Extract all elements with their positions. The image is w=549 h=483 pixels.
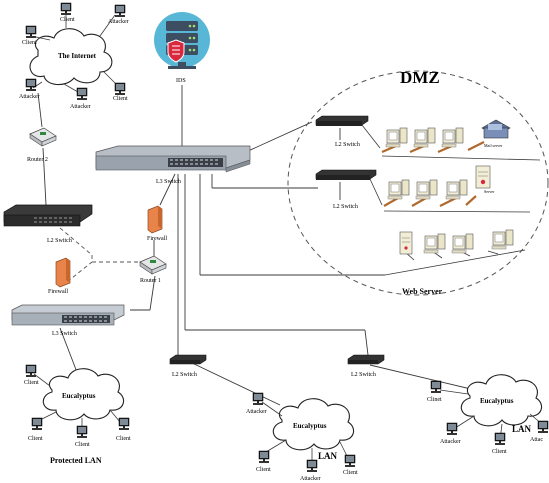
firewall-center-icon <box>147 205 163 234</box>
l2-switch-left-label: L2 Switch <box>47 238 72 244</box>
l3-switch-left-icon <box>11 304 125 326</box>
attacker-label: Attacker <box>108 19 129 25</box>
attacker-pc-icon <box>114 4 126 18</box>
firewall-left-icon <box>55 257 71 288</box>
attacker-pc-icon <box>25 78 37 92</box>
attacker-pc-icon <box>446 422 458 436</box>
dmz-black-cables <box>403 250 499 261</box>
clinet-label: Clinet <box>427 397 442 403</box>
client-pc-icon <box>118 417 130 431</box>
client-pc-icon <box>31 417 43 431</box>
dmz-workstation-icon <box>441 127 464 148</box>
attacker-pc-icon <box>537 420 549 434</box>
client-label: Client <box>60 17 75 23</box>
attacker-label: Attacker <box>440 439 461 445</box>
dmz-workstation-icon <box>445 179 468 200</box>
dmz-workstation-icon <box>385 127 408 148</box>
dmz-workstation-icon <box>415 179 438 200</box>
l2-switch-dmz-mid-icon <box>315 169 377 180</box>
ids-icon <box>154 12 210 69</box>
l3-switch-main-label: L3 Switch <box>156 179 181 185</box>
mail-server-icon <box>481 119 511 139</box>
client-pc-icon <box>258 450 270 464</box>
attacker-label: Attacker <box>300 476 321 482</box>
router-2-icon <box>29 127 57 147</box>
attacker-label-partial: Attac <box>530 437 543 443</box>
client-label: Client <box>492 449 507 455</box>
client-label: Client <box>343 470 358 476</box>
attacker-pc-icon <box>76 87 88 101</box>
client-pc-icon <box>60 2 72 16</box>
web-server-label: Web Server <box>402 287 443 296</box>
ids-label: IDS <box>176 78 186 84</box>
attacker-label: Attacker <box>19 94 40 100</box>
lan-label-right: LAN <box>512 424 532 434</box>
client-pc-icon <box>114 82 126 96</box>
client-label: Client <box>256 467 271 473</box>
client-label: Client <box>28 436 43 442</box>
client-label: Client <box>116 436 131 442</box>
client-label: Client <box>75 442 90 448</box>
mail-server-label: Mail server <box>484 143 503 148</box>
l2-switch-bottom-center-icon <box>169 354 207 365</box>
l3-switch-left-label: L3 Switch <box>52 331 77 337</box>
dmz-workstation-icon <box>491 229 514 250</box>
l2-switch-dmz-top-icon <box>315 115 369 126</box>
client-label: Client <box>22 40 37 46</box>
client-pc-icon <box>25 25 37 39</box>
dmz-boundary <box>287 70 549 296</box>
web-server-tower-icon <box>399 231 413 255</box>
l3-switch-main-icon <box>95 145 251 173</box>
eucalyptus-cloud-right: Eucalyptus <box>460 374 543 427</box>
server-label: Server <box>484 189 495 194</box>
l2-switch-dmz-mid-label: L2 Switch <box>333 204 358 210</box>
internet-label: The Internet <box>58 52 97 60</box>
firewall-center-label: Firewall <box>147 236 167 242</box>
dmz-workstation-icon <box>387 179 410 200</box>
eucalyptus-label: Eucalyptus <box>62 392 96 400</box>
clinet-pc-icon <box>430 380 442 394</box>
l2-switch-bottom-center-label: L2 Switch <box>172 372 197 378</box>
client-pc-icon <box>76 425 88 439</box>
dmz-workstation-icon <box>413 127 436 148</box>
lan-label-center: LAN <box>318 451 338 461</box>
client-pc-icon <box>25 364 37 378</box>
l2-switch-bottom-right-label: L2 Switch <box>351 372 376 378</box>
protected-lan-label: Protected LAN <box>50 456 102 465</box>
dashed-lines <box>59 227 140 287</box>
attacker-label: Attacker <box>246 409 267 415</box>
client-pc-icon <box>344 454 356 468</box>
dmz-workstation-icon <box>423 233 446 254</box>
attacker-pc-icon <box>252 392 264 406</box>
eucalyptus-cloud-protected: Eucalyptus <box>42 368 125 421</box>
internet-cloud: The Internet <box>29 28 113 86</box>
dmz-title: DMZ <box>400 68 440 87</box>
l2-switch-left-icon <box>3 204 93 227</box>
router-2-label: Router 2 <box>27 157 48 163</box>
eucalyptus-cloud-center: Eucalyptus <box>272 398 355 451</box>
router-1-icon <box>139 255 167 275</box>
eucalyptus-label: Eucalyptus <box>480 397 514 405</box>
eucalyptus-label: Eucalyptus <box>293 422 327 430</box>
l2-switch-dmz-top-label: L2 Switch <box>335 142 360 148</box>
client-label: Client <box>24 380 39 386</box>
attacker-pc-icon <box>306 459 318 473</box>
client-pc-icon <box>494 432 506 446</box>
server-icon <box>475 165 491 189</box>
router-1-label: Router 1 <box>140 278 161 284</box>
protected-lan-spokes <box>33 373 121 430</box>
client-label: Client <box>113 96 128 102</box>
dmz-cables <box>361 124 541 276</box>
firewall-left-label: Firewall <box>48 289 68 295</box>
l2-switch-bottom-right-icon <box>347 354 385 365</box>
dmz-workstation-icon <box>451 233 474 254</box>
attacker-label: Attacker <box>70 104 91 110</box>
